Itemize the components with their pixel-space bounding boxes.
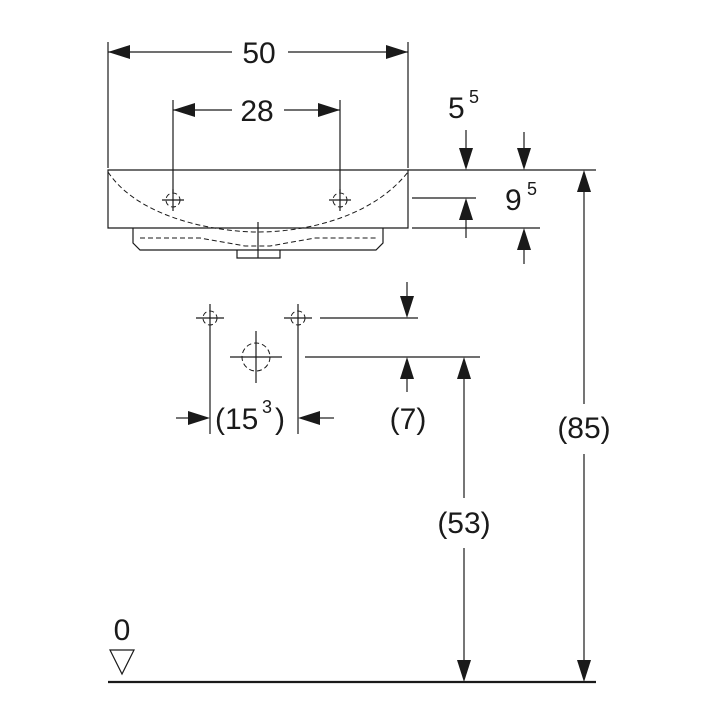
supply-connection-left: [196, 304, 224, 332]
floor-level: 0: [108, 614, 596, 684]
supply-spacing-close: ): [275, 403, 285, 436]
dimension-rim-offset: 5 5: [408, 87, 596, 238]
rim-offset-superscript: 5: [469, 87, 479, 107]
supply-spacing-open: (15: [215, 403, 258, 436]
rim-height-label: (85): [557, 412, 610, 445]
dimension-supply-offset: (7): [305, 282, 480, 436]
overall-width-label: 50: [242, 37, 275, 70]
basin-depth-label: 9: [505, 184, 522, 217]
drain-connection: [230, 331, 282, 383]
tap-hole-right: [329, 189, 351, 211]
supply-spacing-superscript: 3: [262, 397, 272, 417]
dimension-overall-width: 50: [107, 37, 409, 168]
dimension-rim-height: (85): [557, 170, 611, 682]
washbasin-body: [107, 169, 409, 259]
supply-offset-label: (7): [390, 403, 427, 436]
tap-hole-left: [162, 189, 184, 211]
dimension-basin-depth: 9 5: [505, 132, 537, 264]
dimension-supply-spacing: (15 3 ): [176, 332, 334, 436]
dimension-tap-hole-spacing: 28: [172, 95, 341, 192]
tap-hole-spacing-label: 28: [240, 95, 273, 128]
supply-connection-right: [284, 304, 312, 332]
floor-level-label: 0: [114, 614, 131, 647]
drain-height-label: (53): [437, 507, 490, 540]
basin-depth-superscript: 5: [527, 179, 537, 199]
rim-offset-label: 5: [448, 92, 465, 125]
dimension-drain-height: (53): [437, 357, 491, 682]
level-marker-icon: [109, 649, 135, 676]
